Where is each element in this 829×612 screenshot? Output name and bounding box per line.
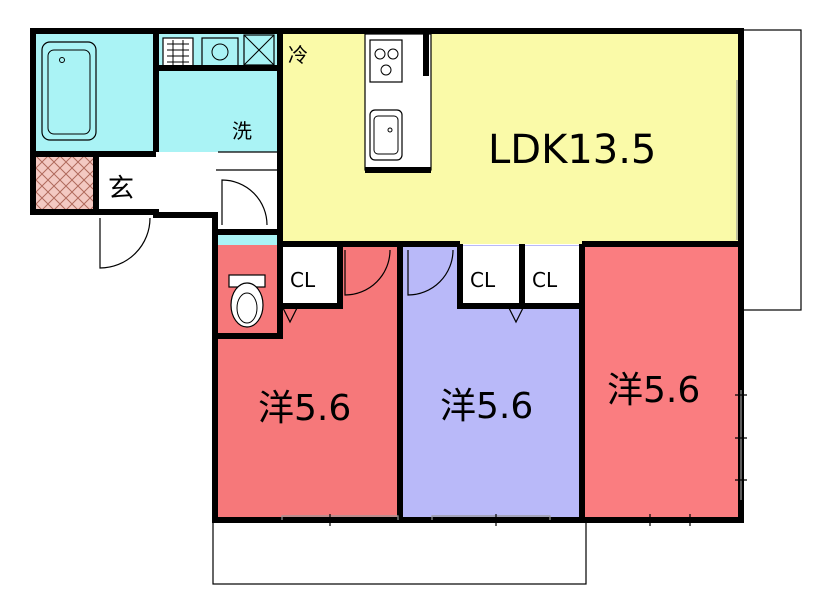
label-closet-left: CL — [290, 268, 316, 292]
door-room-center — [407, 249, 454, 296]
shower-grid — [162, 37, 194, 69]
label-western-right: 洋5.6 — [607, 370, 700, 411]
door-room-left — [344, 249, 391, 296]
balcony-east — [737, 29, 802, 311]
label-closet-center: CL — [470, 268, 496, 292]
door-entrance — [99, 217, 151, 269]
entrance-tile — [36, 156, 94, 212]
wall-outline — [30, 28, 744, 523]
closet-left — [281, 246, 340, 306]
label-ldk: LDK13.5 — [488, 127, 656, 173]
label-washroom: 洗 — [232, 119, 252, 143]
label-fridge: 冷 — [288, 43, 308, 67]
balcony-south — [212, 519, 587, 585]
closet-center — [460, 246, 522, 306]
label-entrance: 玄 — [108, 174, 134, 204]
label-western-center: 洋5.6 — [440, 386, 533, 427]
window-south — [281, 515, 551, 520]
window-east — [736, 80, 742, 500]
kitchen-sink — [369, 109, 403, 161]
closet-right — [522, 246, 582, 306]
toilet-bowl — [230, 282, 264, 328]
stove-top — [369, 39, 403, 83]
label-closet-right: CL — [532, 268, 558, 292]
door-toilet — [221, 179, 268, 226]
bathtub — [41, 41, 97, 141]
label-western-left: 洋5.6 — [258, 388, 351, 429]
western-room-right — [582, 245, 738, 520]
ldk-area — [280, 34, 738, 244]
